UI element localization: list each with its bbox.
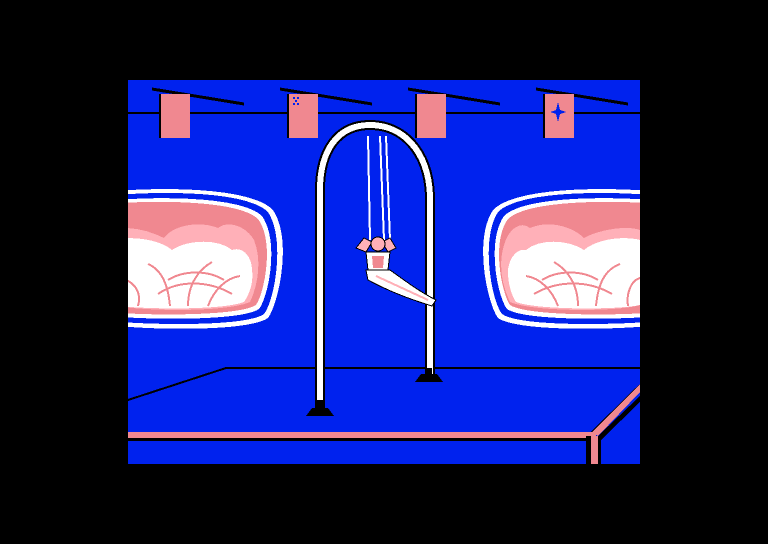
game-viewport[interactable]: [128, 80, 640, 464]
audience-window-left: [128, 189, 283, 329]
pennant-flag-4: [535, 87, 629, 138]
pennant-flag-1: [151, 87, 245, 138]
dots-mark-icon: [293, 97, 299, 105]
trapeze-ropes: [367, 135, 391, 241]
pennant-flag-2: [279, 87, 373, 138]
star-mark-icon: [550, 102, 566, 122]
trapeze-artist-icon[interactable]: [355, 236, 437, 307]
trapeze-arch: [306, 119, 443, 416]
pennant-flag-3: [407, 87, 501, 138]
stage-platform: [128, 367, 640, 464]
scene-canvas: [128, 80, 640, 464]
audience-window-right: [483, 189, 640, 329]
